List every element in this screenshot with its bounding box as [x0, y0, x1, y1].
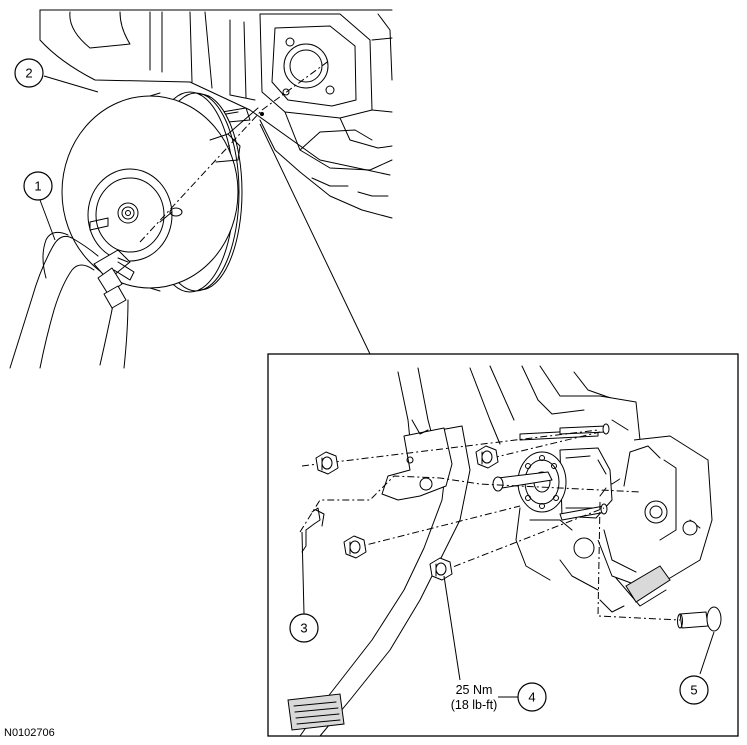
callout-5: 5: [679, 675, 709, 705]
brake-booster: [61, 91, 259, 293]
callout-2-leader: [43, 75, 99, 93]
clip-centerline: [299, 475, 641, 533]
upper-right-stud: [559, 425, 607, 435]
callout-2-label: 2: [25, 66, 32, 81]
detail-inset: 3 4 5 25 Nm (18 lb-ft): [267, 353, 739, 737]
vacuum-hose: [9, 231, 135, 369]
callout-1-label: 1: [34, 179, 41, 194]
callout-5-leader: [699, 631, 715, 675]
callout-4: 4: [517, 682, 547, 712]
nut-lower-left: [343, 535, 367, 559]
nut-lower-right: [429, 557, 453, 581]
callout-4-label: 4: [528, 690, 535, 705]
callout-2: 2: [14, 58, 44, 88]
nut-upper-left: [315, 451, 339, 475]
callout-3-leader: [301, 531, 305, 615]
pedal-bracket-illustration: [397, 365, 713, 613]
nut-centerline-1: [301, 429, 599, 467]
callout-3-label: 3: [300, 621, 307, 636]
nut-centerline-3: [439, 507, 605, 573]
callout-1: 1: [23, 171, 53, 201]
retaining-clip: [301, 507, 325, 553]
torque-spec-metric: 25 Nm: [456, 683, 493, 697]
nut-centerline-2: [353, 505, 521, 549]
callout-5-label: 5: [690, 683, 697, 698]
figure-id: N0102706: [4, 727, 55, 739]
callout-4-leader: [443, 575, 461, 681]
nut-upper-right: [475, 445, 499, 469]
detail-reference-line: [259, 123, 371, 355]
callout-1-leader: [39, 199, 56, 241]
callout-3: 3: [289, 613, 319, 643]
nut-centerline-4: [491, 431, 601, 459]
brake-pedal-arm: [287, 419, 471, 737]
booster-mount-flange: [492, 447, 613, 519]
pin-centerline: [597, 501, 681, 621]
stud-end-lower: [600, 503, 608, 515]
pivot-pin: [677, 606, 722, 632]
dash-panel-illustration: [39, 9, 393, 219]
torque-spec-imperial: (18 lb-ft): [451, 698, 498, 712]
pushrod-alignment-line: [139, 59, 331, 243]
reference-point: [260, 112, 264, 116]
stud-end: [602, 423, 610, 435]
